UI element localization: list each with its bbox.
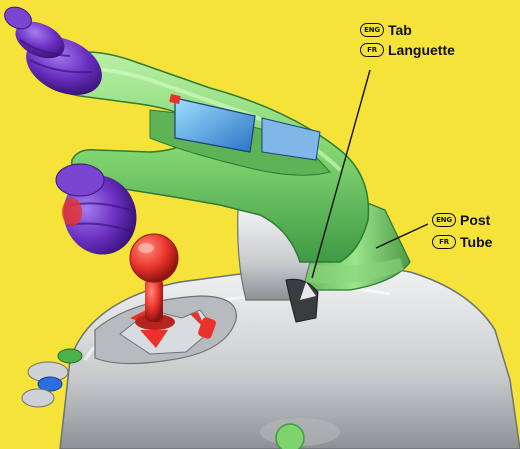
french-badge-icon: FR	[360, 43, 384, 57]
green-button	[58, 349, 82, 363]
post-french-label: FR Tube	[432, 234, 492, 250]
english-badge-icon: ENG	[360, 23, 384, 37]
post-french-text: Tube	[460, 234, 492, 250]
post-english-text: Post	[460, 212, 490, 228]
tab-french-label: FR Languette	[360, 42, 455, 58]
english-badge-icon: ENG	[432, 213, 456, 227]
tab-english-label: ENG Tab	[360, 22, 412, 38]
tab-french-text: Languette	[388, 42, 455, 58]
tab-english-text: Tab	[388, 22, 412, 38]
french-badge-icon: FR	[432, 235, 456, 249]
post-english-label: ENG Post	[432, 212, 490, 228]
